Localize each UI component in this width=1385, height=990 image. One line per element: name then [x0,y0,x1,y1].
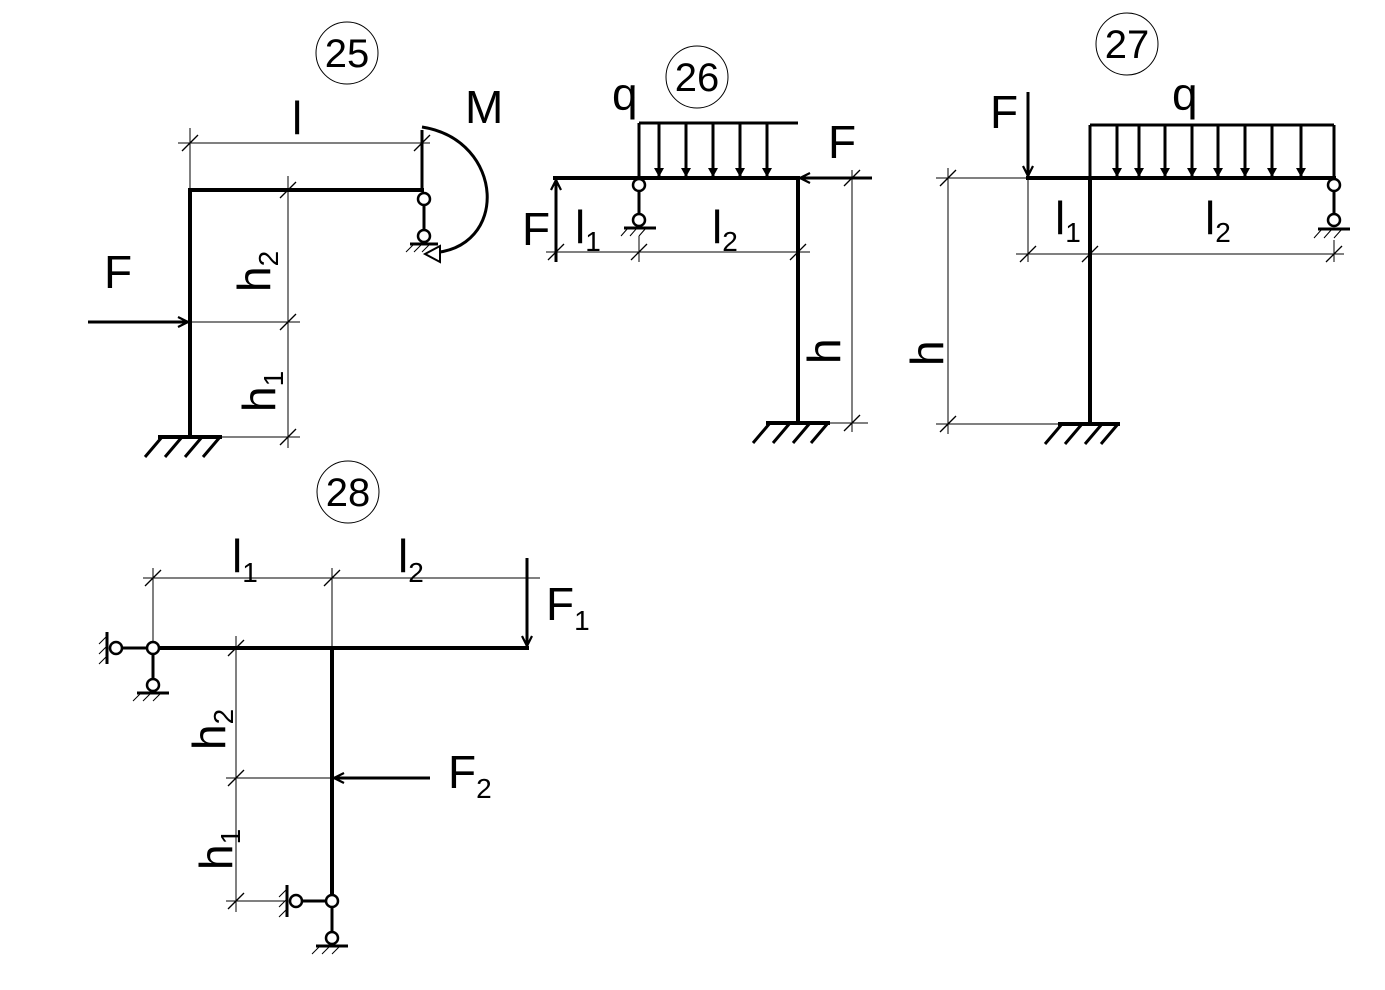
l2-subscript: 2 [1215,217,1231,248]
svg-text:h1: h1 [233,371,289,412]
fixed-support [143,435,222,458]
h1-label: h [233,386,285,412]
fixed-support [1043,422,1120,445]
f2-subscript: 2 [476,773,492,804]
distributed-load [1088,123,1336,178]
svg-text:F2: F2 [448,746,492,804]
svg-text:l2: l2 [398,530,424,588]
svg-text:h2: h2 [183,709,239,750]
distributed-load [637,121,798,178]
pinned-support-bottom [278,885,348,955]
l2-label: l [712,201,722,253]
dimension-h [936,168,1088,434]
height-label: h [798,338,850,364]
l2-subscript: 2 [722,226,738,257]
h2-label: h [183,724,235,750]
dimension-h [190,176,300,448]
f2-label: F [448,746,476,798]
problem-number-circle [1095,12,1159,76]
h1-subscript: 1 [258,371,289,387]
dimension-l [143,568,540,646]
problem-number: 25 [325,32,370,76]
l2-subscript: 2 [408,557,424,588]
svg-text:l2: l2 [1205,192,1231,248]
pinned-roller-support [405,130,438,253]
svg-text:l1: l1 [575,201,601,257]
f1-label: F [546,578,574,630]
frame-member [553,176,800,425]
load-label: q [612,68,638,120]
roller-support [620,177,656,237]
h1-subscript: 1 [215,829,246,845]
l1-label: l [575,201,585,253]
h1-label: h [190,844,242,870]
force-label: F [990,86,1018,138]
l1-label: l [1055,192,1065,244]
h2-subscript: 2 [253,251,284,267]
dimension-h [800,169,868,432]
dimension-l [178,128,431,188]
moment-arrowhead [422,244,441,264]
problem-28: 28 [98,460,590,955]
svg-text:l1: l1 [232,530,258,588]
frame-member [188,188,424,439]
f1-subscript: 1 [574,605,590,636]
problem-number: 27 [1105,23,1150,67]
svg-text:h2: h2 [228,251,284,292]
force-label: F [104,246,132,298]
svg-text:F1: F1 [546,578,590,636]
svg-text:h1: h1 [190,829,246,870]
problem-number-circle [315,21,379,85]
problem-number-circle [665,45,729,109]
dimension-l [546,236,810,262]
force-label-right: F [828,116,856,168]
problem-number: 28 [326,471,371,515]
fixed-support [751,421,830,444]
dimension-h [226,636,330,912]
l2-label: l [398,530,408,582]
l1-subscript: 1 [242,557,258,588]
problem-26: 26 q [522,45,872,444]
l1-label: l [232,530,242,582]
moment-arc [421,125,489,255]
h2-label: h [228,266,280,292]
dimension-l [1016,180,1344,263]
height-label: h [901,340,953,366]
moment-label: M [465,81,503,133]
problem-number-circle [316,460,380,524]
roller-support [1313,177,1350,239]
problem-25: 25 M F [88,21,503,458]
problem-number: 26 [675,56,720,100]
l2-label: l [1205,192,1215,244]
pinned-support-left [98,632,169,702]
length-label: l [292,92,302,144]
force-label-left: F [522,203,550,255]
load-label: q [1172,68,1198,120]
l1-subscript: 1 [1065,217,1081,248]
svg-text:l2: l2 [712,201,738,257]
problem-27: 27 [901,12,1350,445]
h2-subscript: 2 [208,709,239,725]
l1-subscript: 1 [585,226,601,257]
svg-text:l1: l1 [1055,192,1081,248]
